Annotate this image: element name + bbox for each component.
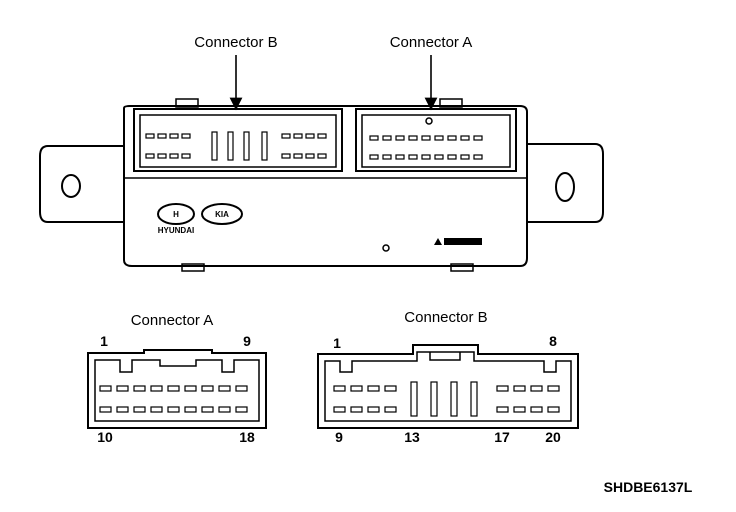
connector-a-callout-label: Connector A [390,34,473,51]
connector-b-pin-13-label: 13 [404,429,420,445]
detail-connector-b [317,344,579,429]
kia-logo-text: KIA [215,210,229,219]
connector-a-pin-1-label: 1 [100,333,108,349]
right-mounting-flange [526,143,604,223]
kia-logo-icon [201,203,243,225]
detail-connector-a [87,349,267,429]
module-connector-b-socket [133,108,343,172]
indicator-hole [382,244,390,252]
connector-b-pin-17-label: 17 [494,429,510,445]
module-housing [123,105,528,267]
connector-b-pin-slots [333,381,560,417]
control-module: H KIA HYUNDAI [39,98,604,272]
bottom-latch-tab [181,263,205,272]
manufacturer-mark-icon [434,238,442,245]
right-mounting-hole [555,172,575,202]
bottom-latch-tab [450,263,474,272]
connector-a-pin-slots [99,385,248,413]
connector-b-pin-1-label: 1 [333,335,341,351]
top-latch-tab [175,98,199,108]
connector-a-pin-18-label: 18 [239,429,255,445]
left-mounting-hole [61,174,81,198]
left-mounting-flange [39,145,124,223]
connector-b-pin-8-label: 8 [549,333,557,349]
module-connector-a-socket [355,108,517,172]
hyundai-logo-icon [157,203,195,225]
figure-code: SHDBE6137L [604,479,693,495]
hyundai-brand-text: HYUNDAI [158,226,194,235]
connector-b-pin-20-label: 20 [545,429,561,445]
connector-a-pin-10-label: 10 [97,429,113,445]
connector-b-pin-9-label: 9 [335,429,343,445]
top-latch-tab [439,98,463,108]
manufacturer-mark-icon [444,238,482,245]
connector-a-pin-9-label: 9 [243,333,251,349]
hyundai-logo-text-icon: H [173,210,179,219]
connector-b-callout-label: Connector B [194,34,277,51]
detail-connector-a-title: Connector A [131,312,214,329]
detail-connector-b-title: Connector B [404,309,487,326]
